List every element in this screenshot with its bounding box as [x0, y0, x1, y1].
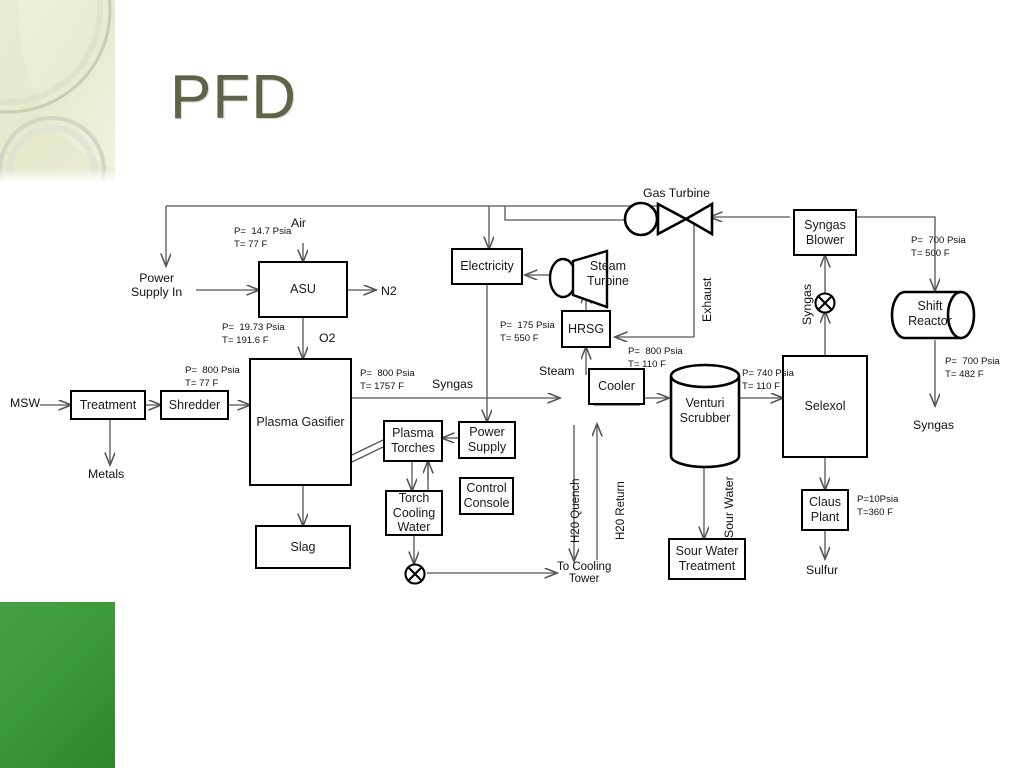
label-gas-turbine: Gas Turbine [643, 186, 710, 200]
block-hrsg[interactable]: HRSG [561, 310, 611, 348]
block-cooler-label: Cooler [598, 379, 635, 394]
block-asu[interactable]: ASU [258, 261, 348, 318]
block-slag[interactable]: Slag [255, 525, 351, 569]
block-shredder[interactable]: Shredder [160, 390, 229, 420]
label-exhaust: Exhaust [700, 277, 714, 322]
label-sour-water: Sour Water [722, 476, 736, 538]
label-syngas-product: Syngas [913, 418, 955, 432]
block-electricity-label: Electricity [460, 259, 514, 274]
label-metals: Metals [88, 467, 125, 481]
block-electricity[interactable]: Electricity [451, 248, 523, 285]
label-syngas-main: Syngas [432, 377, 474, 391]
block-selexol[interactable]: Selexol [782, 355, 868, 458]
label-msw: MSW [10, 396, 41, 410]
block-shredder-label: Shredder [168, 397, 221, 412]
label-o2: O2 [319, 331, 336, 345]
slide-accent-block [0, 602, 115, 768]
label-syngas-blower-in: Syngas [800, 283, 814, 325]
block-slag-label: Slag [290, 539, 316, 554]
block-treatment[interactable]: Treatment [70, 390, 146, 420]
block-asu-label: ASU [290, 282, 316, 297]
block-plasma-gasifier[interactable]: Plasma Gasifier [249, 358, 352, 486]
pump-icon-cooling-water[interactable] [404, 563, 426, 585]
block-cooler[interactable]: Cooler [588, 368, 645, 405]
page-title: PFD [170, 63, 297, 132]
block-selexol-label: Selexol [804, 399, 846, 414]
slide-corner-decoration [0, 0, 115, 182]
block-treatment-label: Treatment [79, 397, 137, 412]
label-h2o-quench: H20 Quench [570, 478, 582, 543]
label-sulfur: Sulfur [806, 563, 839, 577]
label-h2o-return: H20 Return [615, 481, 627, 540]
block-plasma-gasifier-label: Plasma Gasifier [256, 414, 345, 429]
label-air: Air [291, 216, 307, 230]
pump-icon-syngas[interactable] [814, 292, 836, 314]
label-n2: N2 [381, 284, 397, 298]
shape-gas-turbine[interactable] [623, 200, 716, 240]
label-steam: Steam [539, 364, 575, 378]
block-hrsg-label: HRSG [567, 321, 605, 336]
